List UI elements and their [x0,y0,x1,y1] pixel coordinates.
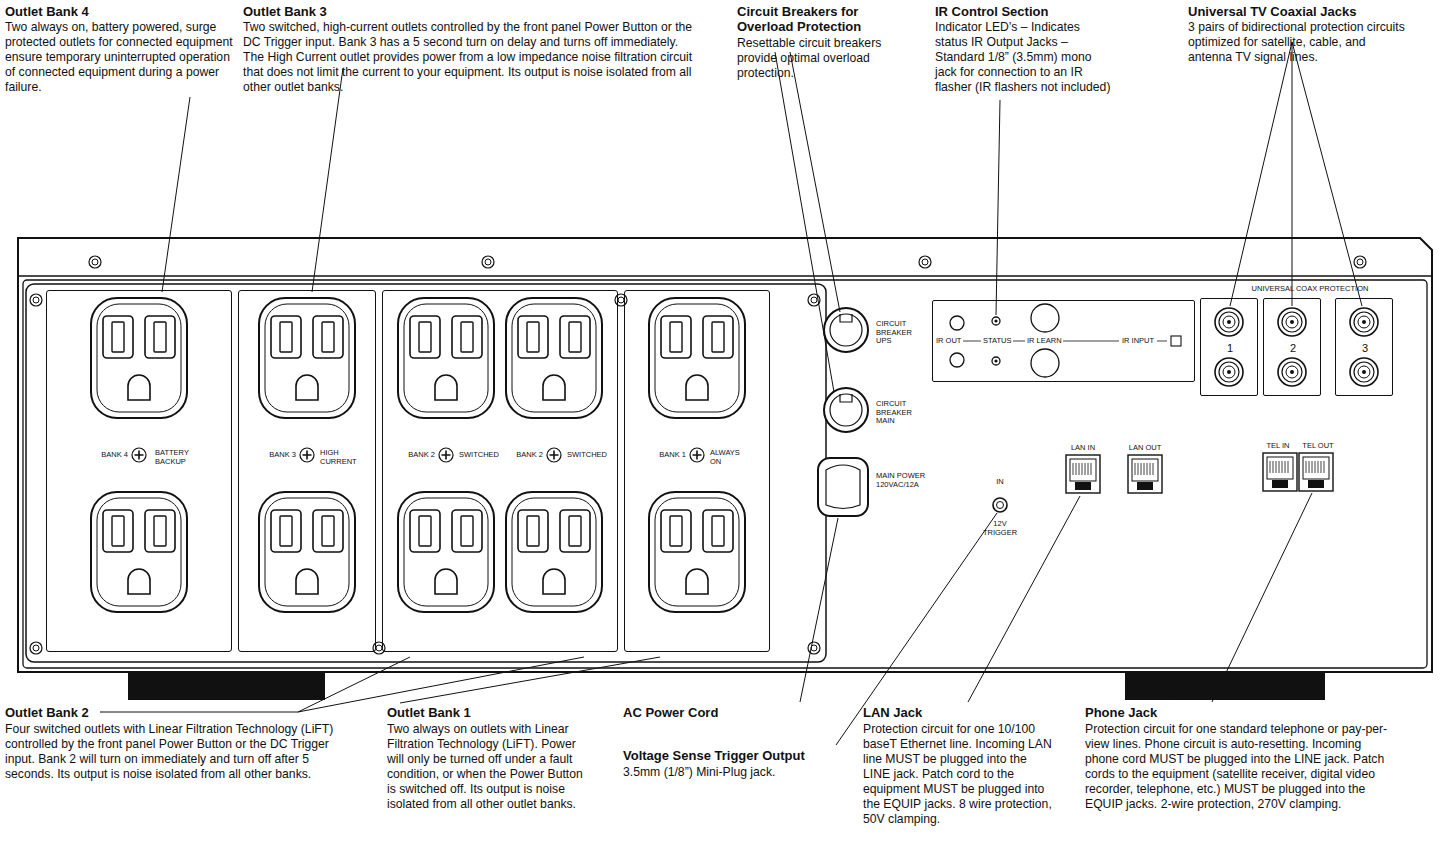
panel-marking: SWITCHED [567,451,615,460]
callout-body: Protection circuit for one 10/100 baseT … [863,722,1055,827]
panel-marking: SWITCHED [459,451,504,460]
callout-heading: Phone Jack [1085,705,1385,720]
panel-marking: IR LEARN [1027,337,1065,346]
panel-label: UNIVERSAL COAX PROTECTION [1195,285,1425,294]
panel-label: IN [985,478,1015,487]
outlet-plate: BANK 1 ALWAYS ON [624,290,770,652]
callout-body: Protection circuit for one standard tele… [1085,722,1390,812]
callout-body: 3.5mm (1/8”) Mini-Plug jack. [623,765,843,780]
outlet-plate: BANK 3 HIGH CURRENT [238,290,376,652]
callout-heading: LAN Jack [863,705,1053,720]
coax-box: 3 [1335,298,1393,396]
callout-body: Two always on outlets with Linear Filtra… [387,722,585,812]
panel-marking: STATUS [983,337,1015,346]
panel-marking: 3 [1336,342,1394,354]
callout-heading: Universal TV Coaxial Jacks [1188,4,1438,19]
callout-heading: Outlet Bank 1 [387,705,587,720]
callout-heading: Circuit Breakers for Overload Protection [737,4,892,34]
panel-marking: IR INPUT [1122,337,1158,346]
panel-marking: BANK 1 [625,451,686,460]
panel-label: TEL IN [1258,442,1298,451]
panel-marking: HIGH CURRENT [320,449,362,466]
callout-heading: Voltage Sense Trigger Output [623,748,843,763]
callout-body: 3 pairs of bidirectional protection circ… [1188,20,1410,65]
callout-body: Two switched, high-current outlets contr… [243,20,695,95]
panel-label: CIRCUIT BREAKER MAIN [876,400,916,426]
panel-label: LAN OUT [1122,444,1168,453]
panel-marking: BANK 2 [383,451,435,460]
panel-marking: 1 [1201,342,1259,354]
callout-body: Resettable circuit breakers provide opti… [737,36,887,81]
panel-marking: BANK 2 [491,451,543,460]
panel-label: LAN IN [1060,444,1106,453]
panel-marking: BANK 3 [239,451,296,460]
panel-label: 12V TRIGGER [980,520,1020,537]
outlet-plate: BANK 2SWITCHEDBANK 2SWITCHED [382,290,618,652]
outlet-plate: BANK 4 BATTERY BACKUP [46,290,232,652]
ir-control-panel: IR OUT STATUS IR LEARN IR INPUT [932,300,1195,382]
callout-body: Four switched outlets with Linear Filtra… [5,722,335,782]
callout-heading: Outlet Bank 2 [5,705,305,720]
coax-box: 1 [1200,298,1258,396]
coax-box: 2 [1263,298,1321,396]
callout-heading: Outlet Bank 4 [5,4,235,19]
callout-heading: IR Control Section [935,4,1115,19]
panel-label: MAIN POWER 120VAC/12A [876,472,931,489]
callout-heading: Outlet Bank 3 [243,4,693,19]
panel-label: TEL OUT [1296,442,1340,451]
panel-label: CIRCUIT BREAKER UPS [876,320,916,346]
panel-marking: BANK 4 [53,451,128,460]
panel-marking: ALWAYS ON [710,449,752,466]
callout-body: Indicator LED’s – Indicates status IR Ou… [935,20,1115,95]
panel-marking: 2 [1264,342,1322,354]
panel-marking: BATTERY BACKUP [155,449,197,466]
panel-marking: IR OUT [936,337,966,346]
callout-body: Two always on, battery powered, surge pr… [5,20,235,95]
callout-heading: AC Power Cord [623,705,843,720]
